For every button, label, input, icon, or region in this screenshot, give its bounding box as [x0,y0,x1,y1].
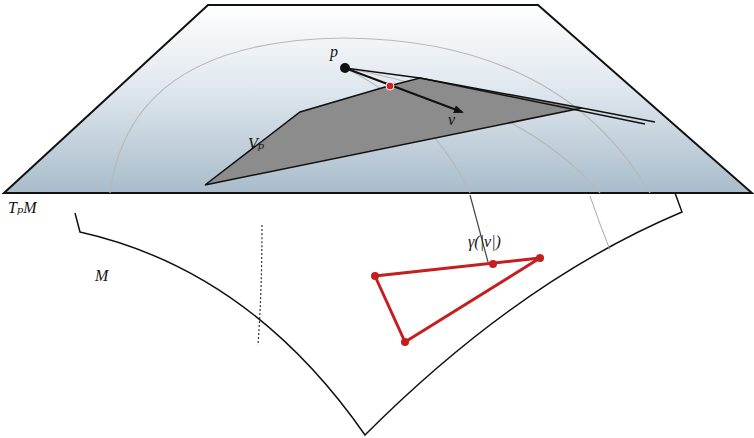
point-label: p [330,44,338,60]
manifold-surface [75,193,682,435]
point-p [340,63,350,73]
region-vp [205,78,582,185]
manifold-label: M [95,268,108,284]
tangent-plane [4,5,752,193]
plane-label: TₚM [8,200,37,216]
tangent-vector [345,68,462,112]
geodesic-triangle [371,254,544,346]
point-marker [386,82,394,90]
geodesic-label: γ(|v|) [468,234,501,250]
vector-label: v [448,112,455,128]
region-label: Vₚ [248,136,264,152]
